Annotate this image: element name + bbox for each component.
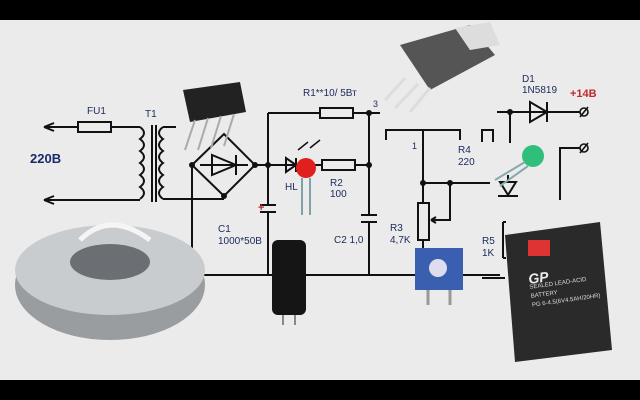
r1-label: R1**10/ 5Вт bbox=[303, 88, 357, 99]
bridge-diode-icon bbox=[200, 153, 248, 177]
c1-symbol bbox=[260, 113, 276, 275]
r2-value-label: 100 bbox=[330, 189, 347, 200]
transformer-primary bbox=[138, 126, 145, 200]
capacitor-photo bbox=[272, 240, 306, 325]
r3-symbol bbox=[417, 202, 430, 241]
fuse-label: FU1 bbox=[87, 106, 106, 117]
circuit-diagram: 220В FU1 T1 R1**10/ 5Вт 3 1 HL R2 100 + … bbox=[0, 20, 640, 380]
c2-symbol bbox=[361, 113, 377, 275]
output-voltage-label: +14В bbox=[570, 88, 597, 100]
d1-name-label: D1 bbox=[522, 74, 535, 85]
transformer-core bbox=[151, 125, 157, 202]
r3-name-label: R3 bbox=[390, 223, 403, 234]
c1-name-label: C1 bbox=[218, 224, 231, 235]
input-voltage-label: 220В bbox=[30, 151, 62, 166]
jumper-symbol bbox=[481, 129, 494, 142]
r2-name-label: R2 bbox=[330, 178, 343, 189]
r3-value-label: 4,7K bbox=[390, 235, 411, 246]
pin1-label: 1 bbox=[412, 141, 418, 151]
transformer-label: T1 bbox=[145, 109, 157, 120]
r2-symbol bbox=[321, 159, 356, 171]
battery-photo bbox=[505, 222, 612, 362]
wires bbox=[43, 100, 580, 279]
green-led-photo bbox=[494, 145, 544, 187]
transformer-secondary bbox=[158, 126, 165, 200]
r5-name-label: R5 bbox=[482, 236, 495, 247]
input-arrows-icon bbox=[43, 122, 55, 205]
red-led-photo bbox=[296, 139, 321, 215]
terminal-plus-icon bbox=[579, 107, 589, 117]
voltage-regulator-photo bbox=[383, 22, 500, 113]
schematic bbox=[15, 22, 612, 362]
d1-symbol bbox=[529, 100, 549, 124]
bridge-rectifier-photo bbox=[183, 82, 246, 151]
c1-value-label: 1000*50В bbox=[218, 236, 262, 247]
r1-symbol bbox=[319, 107, 354, 119]
c1-plus-label: + bbox=[258, 202, 265, 214]
pin3-label: 3 bbox=[373, 99, 379, 109]
toroid-transformer-photo bbox=[15, 222, 205, 340]
fuse-symbol bbox=[77, 121, 112, 133]
led-hl-label: HL bbox=[285, 182, 298, 193]
output-terminals bbox=[579, 106, 589, 154]
junctions bbox=[189, 109, 513, 199]
r5-value-label: 1K bbox=[482, 248, 495, 259]
r4-value-label: 220 bbox=[458, 157, 475, 168]
c2-label: C2 1,0 bbox=[334, 235, 364, 246]
r5-symbol bbox=[482, 221, 506, 279]
terminal-minus-icon bbox=[579, 143, 589, 153]
trimmer-photo bbox=[415, 248, 463, 305]
r4-name-label: R4 bbox=[458, 145, 471, 156]
d1-value-label: 1N5819 bbox=[522, 85, 558, 96]
